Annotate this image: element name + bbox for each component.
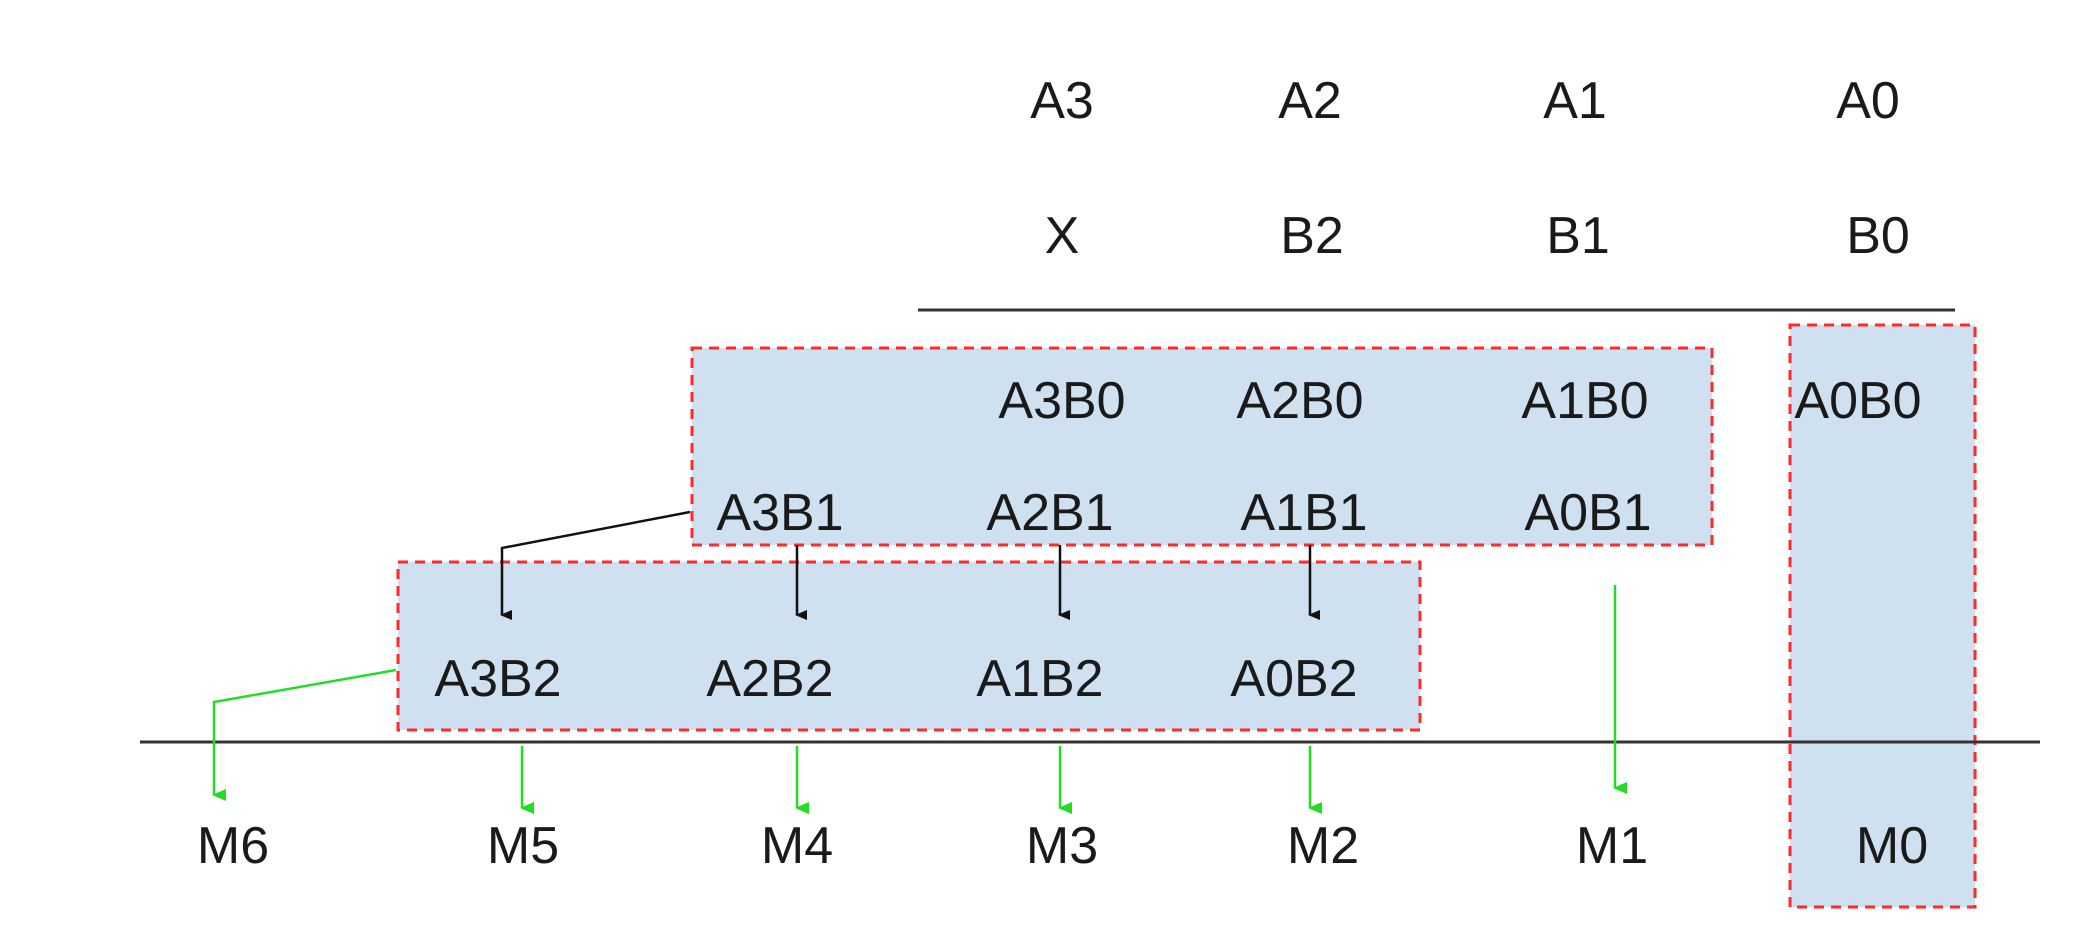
pp-a1b1: A1B1 (1240, 484, 1367, 542)
operand-a0: A0 (1836, 72, 1900, 130)
m0-box (1788, 323, 1977, 909)
partial-products-b1: A3B1 A2B1 A1B1 A0B1 (716, 484, 1651, 542)
result-m3: M3 (1026, 817, 1098, 875)
operand-a1: A1 (1543, 72, 1607, 130)
result-m1: M1 (1576, 817, 1648, 875)
operand-b0: B0 (1846, 207, 1910, 265)
multiplicand-row: A3 A2 A1 A0 (1030, 72, 1900, 130)
result-m2: M2 (1287, 817, 1359, 875)
operand-a2: A2 (1278, 72, 1342, 130)
result-m0: M0 (1856, 817, 1928, 875)
operand-x: X (1045, 207, 1080, 265)
multiplier-row: X B2 B1 B0 (1045, 207, 1910, 265)
result-row: M6 M5 M4 M3 M2 M1 M0 (197, 817, 1928, 875)
result-m6: M6 (197, 817, 269, 875)
pp-a0b1: A0B1 (1524, 484, 1651, 542)
shift-arrow-a3b1 (500, 510, 691, 620)
operand-b1: B1 (1546, 207, 1610, 265)
pp-a2b0: A2B0 (1236, 372, 1363, 430)
partial-box-b2 (396, 560, 1422, 732)
pp-a1b0: A1B0 (1521, 372, 1648, 430)
pp-a0b0: A0B0 (1794, 372, 1921, 430)
operand-b2: B2 (1280, 207, 1344, 265)
result-arrow-m6 (212, 668, 397, 801)
pp-a3b2: A3B2 (434, 650, 561, 708)
result-m5: M5 (487, 817, 559, 875)
partial-products-b2: A3B2 A2B2 A1B2 A0B2 (434, 650, 1357, 708)
pp-a3b0: A3B0 (998, 372, 1125, 430)
operand-a3: A3 (1030, 72, 1094, 130)
pp-a2b2: A2B2 (706, 650, 833, 708)
pp-a0b2: A0B2 (1230, 650, 1357, 708)
pp-a1b2: A1B2 (976, 650, 1103, 708)
pp-a2b1: A2B1 (986, 484, 1113, 542)
partial-products-b0: A3B0 A2B0 A1B0 A0B0 (998, 372, 1921, 430)
partial-box-b0b1 (690, 346, 1714, 547)
result-m4: M4 (761, 817, 833, 875)
pp-a3b1: A3B1 (716, 484, 843, 542)
